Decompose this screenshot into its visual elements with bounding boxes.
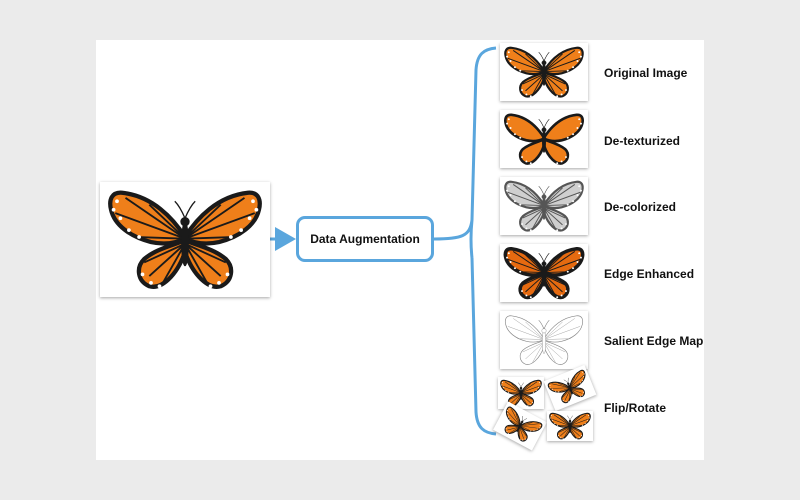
output-label-original: Original Image (604, 66, 688, 80)
output-thumb-flip-4 (547, 411, 593, 441)
output-thumb-salient-edge (500, 311, 588, 369)
output-label-edge-enhanced: Edge Enhanced (604, 267, 695, 281)
output-label-decolorized: De-colorized (604, 200, 677, 214)
output-thumb-decolorized (500, 177, 588, 235)
butterfly-icon (108, 190, 262, 289)
output-thumb-edge-enhanced (500, 244, 588, 302)
input-butterfly-image (100, 182, 270, 297)
output-label-flip-rotate: Flip/Rotate (604, 401, 666, 415)
butterfly-icon (504, 180, 584, 232)
butterfly-icon (500, 379, 542, 407)
output-thumb-flip-1 (498, 377, 544, 409)
butterfly-icon (547, 369, 586, 404)
output-thumb-detexturized (500, 110, 588, 168)
butterfly-icon (504, 406, 543, 442)
data-augmentation-label: Data Augmentation (310, 232, 420, 246)
butterfly-icon (504, 315, 584, 365)
output-label-detexturized: De-texturized (604, 134, 681, 148)
butterfly-icon (503, 113, 585, 165)
butterfly-icon (549, 412, 591, 440)
output-brace (433, 46, 497, 436)
butterfly-icon (503, 247, 585, 300)
output-thumb-flip-3 (493, 401, 547, 451)
output-thumb-flip-2 (543, 364, 597, 412)
butterfly-icon (504, 46, 584, 98)
output-label-salient-edge: Salient Edge Map (604, 334, 704, 348)
data-augmentation-box: Data Augmentation (296, 216, 434, 262)
output-thumb-original (500, 43, 588, 101)
